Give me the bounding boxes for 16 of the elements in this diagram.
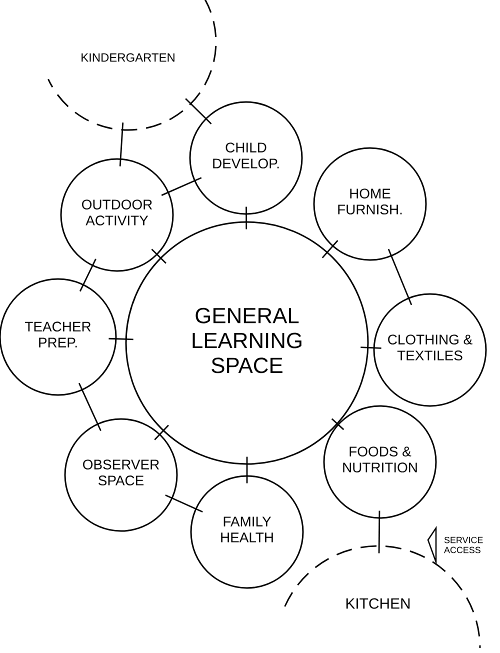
connector-line [151, 248, 166, 264]
connector-line [79, 258, 96, 292]
access-label: SERVICE ACCESS [444, 536, 483, 554]
connector-line [119, 122, 124, 166]
connector-line [185, 98, 212, 124]
connector-line [78, 382, 102, 431]
connector-line [154, 424, 169, 440]
connector-line [161, 177, 202, 196]
connector-line [378, 510, 380, 554]
connector-line [165, 494, 203, 513]
connector-line [322, 240, 338, 258]
connector-line [331, 418, 344, 430]
connector-line [360, 346, 382, 349]
connector-line [108, 338, 134, 340]
connector-line [388, 248, 412, 306]
connector-line [246, 206, 248, 230]
